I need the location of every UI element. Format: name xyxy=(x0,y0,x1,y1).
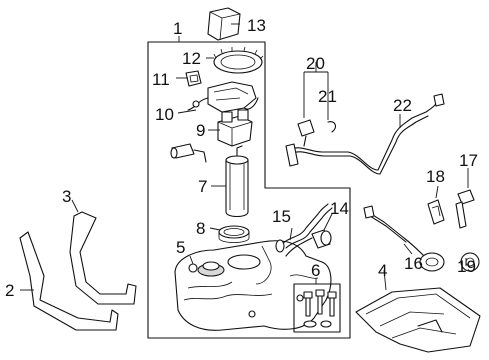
part-18-clip xyxy=(427,199,445,225)
fuel-tank xyxy=(174,240,332,331)
callout-3: 3 xyxy=(62,187,71,206)
callout-11: 11 xyxy=(152,70,170,89)
callout-17: 17 xyxy=(459,151,478,170)
callout-2: 2 xyxy=(5,281,14,300)
callout-20: 20 xyxy=(306,54,325,73)
part-4-heat-shield xyxy=(355,287,481,353)
callout-6: 6 xyxy=(311,261,320,280)
callout-16: 16 xyxy=(404,254,423,273)
part-17-fitting xyxy=(455,189,475,229)
assembly-1-boundary xyxy=(147,41,351,339)
part-21-clip xyxy=(327,121,337,133)
part-11-clip xyxy=(185,70,202,87)
part-12-lock-ring xyxy=(213,46,264,74)
part-7-filter xyxy=(225,145,249,218)
callout-13: 13 xyxy=(247,16,266,35)
part-9-pump-head xyxy=(217,109,253,147)
callout-5: 5 xyxy=(176,238,185,257)
part-3-strap xyxy=(69,211,137,305)
part-16-cable xyxy=(363,205,445,272)
part-14-connector xyxy=(285,229,332,257)
callout-22: 22 xyxy=(393,96,412,115)
elbow-fitting xyxy=(170,143,207,163)
part-2-strap xyxy=(19,231,119,331)
part-8-seal xyxy=(218,225,250,243)
part-5-fitting xyxy=(188,263,198,273)
part-10-harness xyxy=(187,81,259,113)
callout-9: 9 xyxy=(196,121,205,140)
callout-7: 7 xyxy=(198,177,207,196)
callout-10: 10 xyxy=(155,105,174,124)
callout-14: 14 xyxy=(330,199,349,218)
part-20-vent-valve xyxy=(297,119,315,147)
callout-8: 8 xyxy=(196,219,205,238)
callout-19: 19 xyxy=(457,257,476,276)
callout-4: 4 xyxy=(378,261,387,280)
callout-1: 1 xyxy=(173,19,182,38)
callout-21: 21 xyxy=(318,87,337,106)
part-22-vent-line xyxy=(285,93,445,175)
part-6-hardware-kit xyxy=(293,283,341,333)
leader-lines xyxy=(20,23,469,291)
part-19-grommet xyxy=(460,252,480,272)
callout-15: 15 xyxy=(272,207,291,226)
callout-18: 18 xyxy=(426,167,445,186)
part-13-cover xyxy=(207,7,241,41)
callout-12: 12 xyxy=(182,49,201,68)
callout-labels: 1 13 12 11 10 9 7 8 5 20 21 22 17 18 15 … xyxy=(5,16,478,300)
